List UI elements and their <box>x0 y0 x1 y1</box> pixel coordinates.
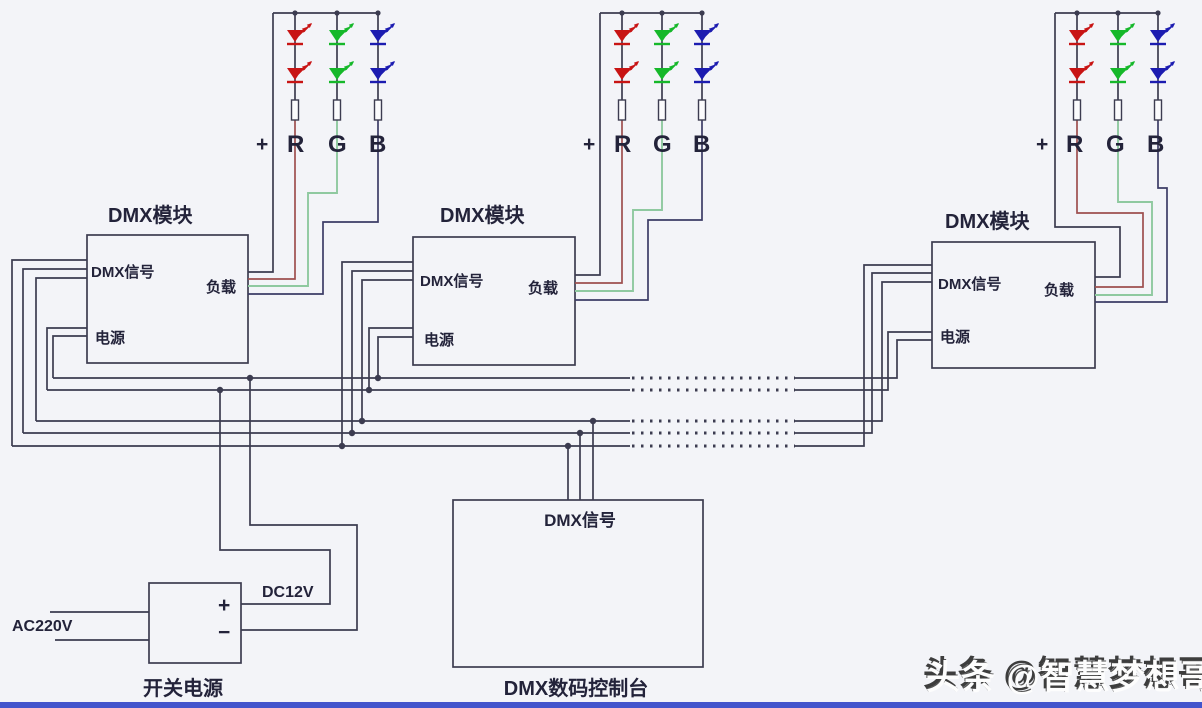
power-label: 电源 <box>940 328 970 346</box>
red-led-icon <box>285 59 314 84</box>
module2-load-blue <box>575 120 703 301</box>
dmx-module-3: DMX模块 DMX信号 负载 电源 <box>931 13 1168 369</box>
power-supply-caption: 开关电源 <box>143 676 223 700</box>
blue-led-icon <box>1148 21 1177 46</box>
b-label: B <box>693 131 710 158</box>
bus-dotted-segments <box>632 376 795 448</box>
module2-load-green <box>575 120 663 292</box>
g-label: G <box>653 131 672 158</box>
rail-junction-dots <box>292 10 1161 16</box>
dc-output-label: DC12V <box>262 584 314 601</box>
module1-load-blue <box>248 120 379 295</box>
blue-led-icon <box>692 21 721 46</box>
module1-load-green <box>248 120 338 287</box>
blue-led-icon <box>368 59 397 84</box>
r-label: R <box>1066 131 1083 158</box>
blue-led-icon <box>1148 59 1177 84</box>
bus-signal-2 <box>23 272 932 434</box>
resistor-icons <box>290 99 1163 121</box>
module3-load-red <box>1076 120 1144 288</box>
module-title: DMX模块 <box>945 209 1030 233</box>
bus-power-2 <box>47 331 932 391</box>
r-label: R <box>287 131 304 158</box>
red-led-icon <box>1067 59 1096 84</box>
console-box <box>452 499 704 668</box>
green-led-icon <box>327 59 356 84</box>
red-led-icon <box>285 21 314 46</box>
b-label: B <box>369 131 386 158</box>
dmx-module-1: DMX模块 DMX信号 负载 电源 <box>11 13 379 446</box>
module-box <box>412 236 576 366</box>
module2-load-plus <box>575 13 601 276</box>
led-arrays: + R G B + R G B + R G B <box>256 10 1177 158</box>
green-led-icon <box>1108 59 1137 84</box>
console-signal-wires <box>567 421 594 500</box>
dc-minus-wire <box>241 378 358 631</box>
junction-dots <box>216 374 597 450</box>
green-led-icon <box>1108 21 1137 46</box>
switching-power-supply: AC220V DC12V + − 开关电源 <box>12 378 358 700</box>
plus-label: + <box>1036 133 1048 156</box>
led-column-leads <box>294 13 1159 100</box>
red-led-icon <box>1067 21 1096 46</box>
red-led-icon <box>612 21 641 46</box>
bottom-bar <box>0 702 1202 708</box>
power-label: 电源 <box>95 329 125 347</box>
bus-power-1 <box>53 339 932 379</box>
module-title: DMX模块 <box>108 203 193 227</box>
module3-load-green <box>1095 120 1153 296</box>
blue-led-icon <box>692 59 721 84</box>
plus-label: + <box>583 133 595 156</box>
r-label: R <box>614 131 631 158</box>
bus-signal-1 <box>36 281 932 422</box>
module-title: DMX模块 <box>440 203 525 227</box>
module1-load-red <box>248 120 296 280</box>
plus-terminal-label: + <box>218 594 230 617</box>
plus-label: + <box>256 133 268 156</box>
load-label: 负载 <box>206 278 236 296</box>
power-supply-box <box>148 582 242 664</box>
green-led-icon <box>652 21 681 46</box>
bus-lines <box>12 264 932 448</box>
bus-signal-3 <box>12 264 932 447</box>
green-led-icon <box>327 21 356 46</box>
minus-terminal-label: − <box>218 621 230 644</box>
ac-input-wires <box>50 611 149 641</box>
module2-power-wires <box>368 327 413 390</box>
g-label: G <box>328 131 347 158</box>
blue-led-icon <box>368 21 397 46</box>
watermark-text: 头条 @智慧梦想哥 <box>926 659 1202 697</box>
b-label: B <box>1147 131 1164 158</box>
g-label: G <box>1106 131 1125 158</box>
module3-load-blue <box>1095 120 1168 303</box>
ac-input-label: AC220V <box>12 618 73 635</box>
module-box <box>86 234 249 364</box>
module-box <box>931 241 1096 369</box>
dmx-signal-label: DMX信号 <box>91 263 154 281</box>
load-label: 负载 <box>1044 281 1074 299</box>
module3-load-plus <box>1054 13 1121 278</box>
power-label: 电源 <box>424 331 454 349</box>
dmx-module-2: DMX模块 DMX信号 负载 电源 <box>341 13 703 446</box>
red-led-icon <box>612 59 641 84</box>
module1-signal-wires <box>11 259 87 446</box>
load-label: 负载 <box>528 279 558 297</box>
dmx-console: DMX信号 DMX数码控制台 <box>452 421 704 700</box>
dmx-signal-label: DMX信号 <box>938 275 1001 293</box>
green-led-icon <box>652 59 681 84</box>
module2-load-red <box>575 120 623 284</box>
module2-signal-wires <box>341 261 413 446</box>
console-caption: DMX数码控制台 <box>504 676 648 700</box>
module1-power-wires <box>46 327 87 390</box>
console-signal-label: DMX信号 <box>544 510 616 530</box>
dc-plus-wire <box>219 390 331 605</box>
module1-load-plus <box>248 13 274 273</box>
dmx-signal-label: DMX信号 <box>420 272 483 290</box>
